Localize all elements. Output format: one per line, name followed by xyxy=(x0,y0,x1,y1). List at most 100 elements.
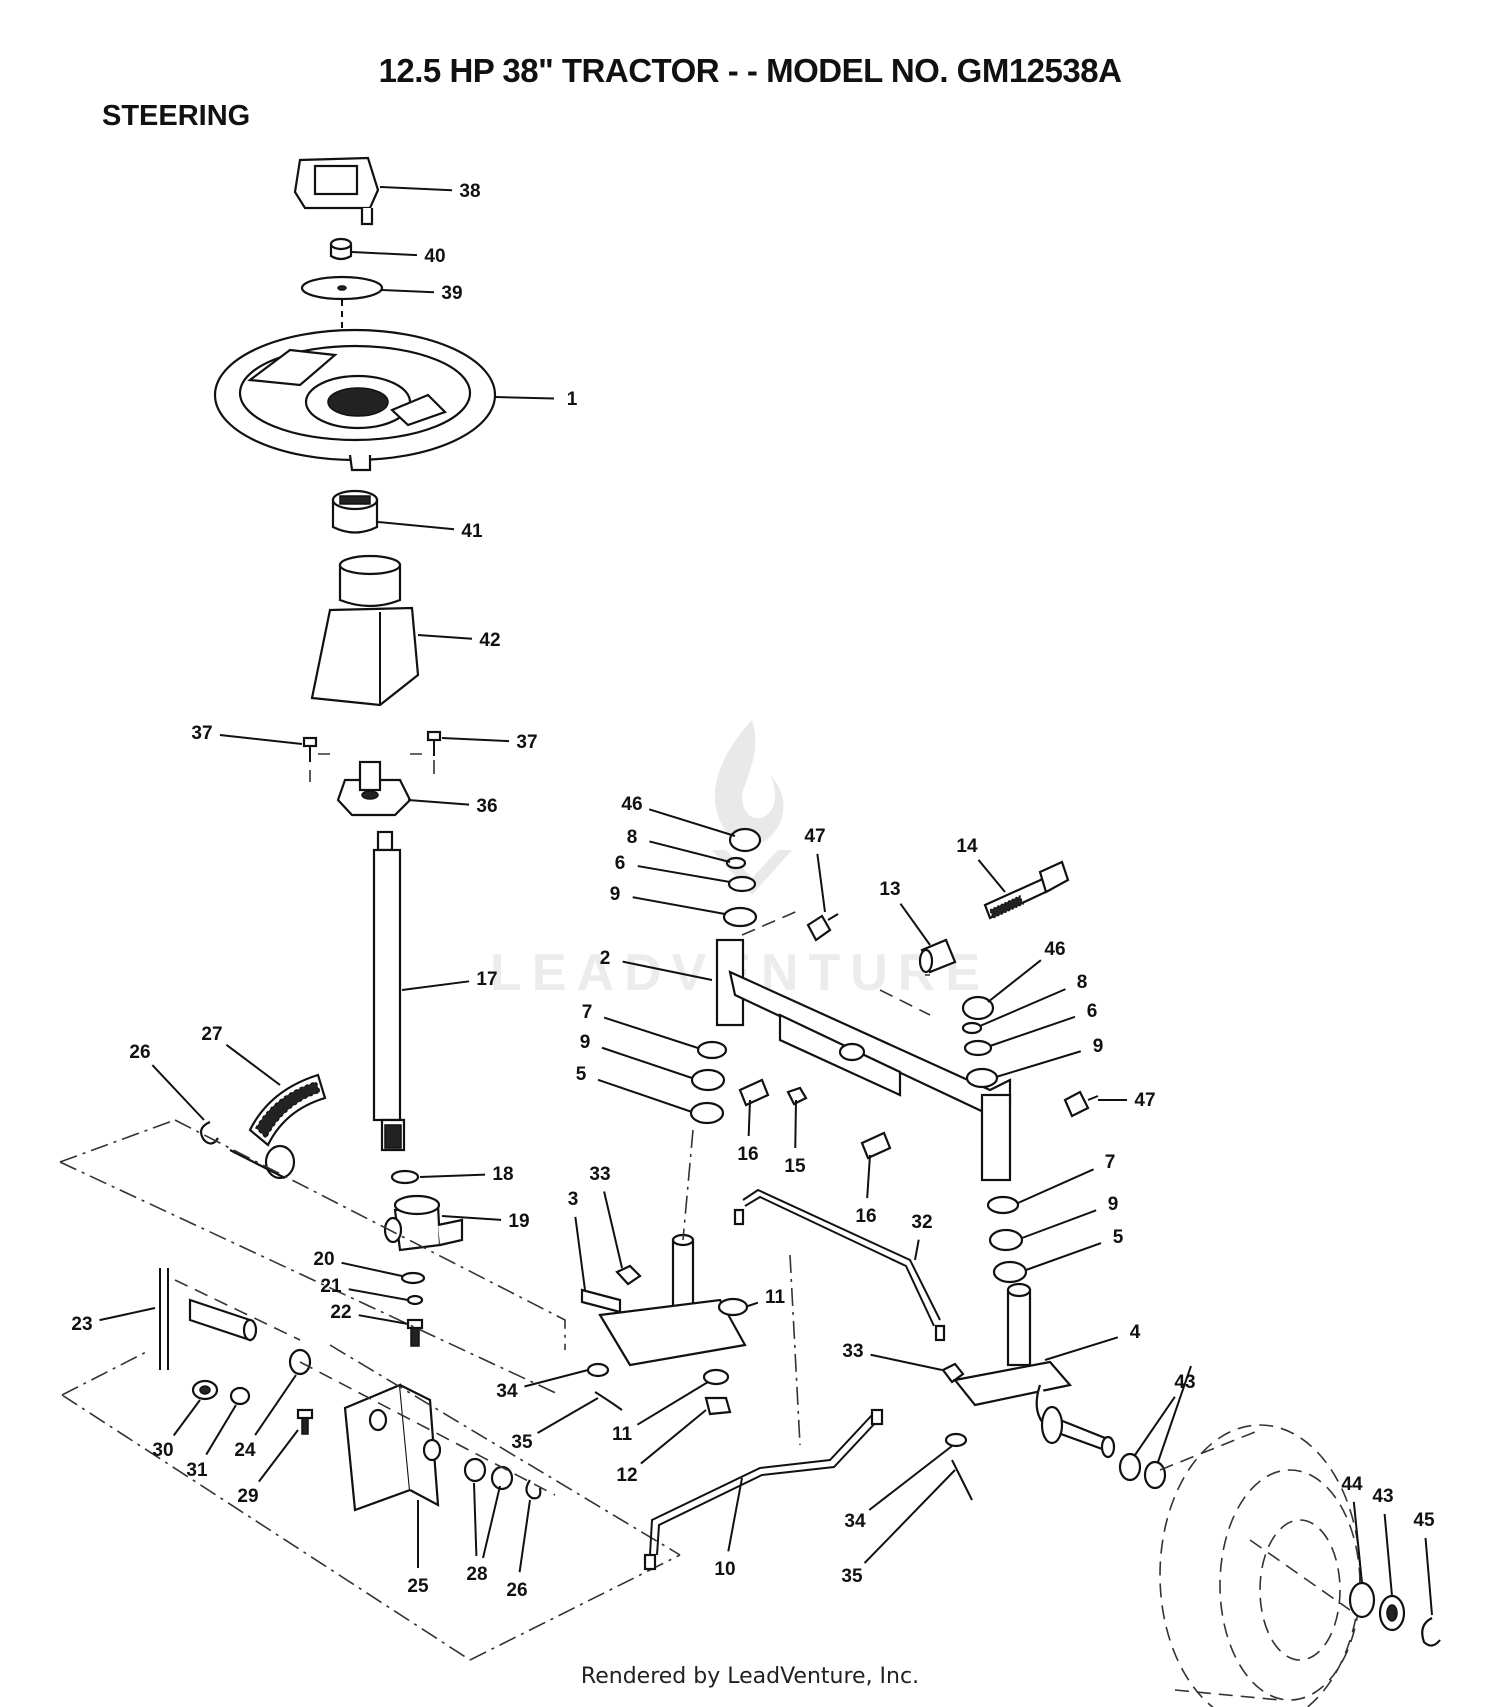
part-locknut-33a xyxy=(615,1264,642,1286)
callout-c8a: 8 xyxy=(627,827,638,848)
leader-c33a xyxy=(603,1191,623,1269)
section-title: STEERING xyxy=(102,100,251,132)
callout-c31: 31 xyxy=(186,1460,208,1481)
part-washer-21 xyxy=(406,1294,424,1306)
part-steering-shaft xyxy=(372,830,406,1152)
callout-c8b: 8 xyxy=(1077,972,1088,993)
part-pin-16a xyxy=(738,1078,770,1107)
leader-c35b xyxy=(863,1469,956,1564)
part-drag-link xyxy=(733,1188,946,1342)
part-bolt-left xyxy=(302,736,318,762)
leader-c20 xyxy=(341,1261,403,1277)
part-washer-9b xyxy=(965,1067,999,1089)
callout-c10: 10 xyxy=(714,1559,735,1580)
leader-c13 xyxy=(899,903,931,946)
leader-c14 xyxy=(977,859,1006,893)
leader-c24 xyxy=(254,1374,297,1436)
callout-c7a: 7 xyxy=(582,1002,593,1023)
callout-c23: 23 xyxy=(71,1314,92,1335)
part-washer-34b xyxy=(944,1432,968,1448)
leader-c26a xyxy=(151,1064,205,1121)
callout-c7b: 7 xyxy=(1105,1152,1116,1173)
callout-c33a: 33 xyxy=(589,1164,610,1185)
callout-c45: 45 xyxy=(1413,1510,1435,1531)
part-retaining-clip-2 xyxy=(525,1479,542,1500)
callout-c29: 29 xyxy=(237,1486,258,1507)
callout-c14: 14 xyxy=(956,836,978,857)
leader-c27 xyxy=(225,1044,281,1086)
leader-c2 xyxy=(622,960,713,981)
part-nut-15 xyxy=(786,1086,808,1106)
footer-credit: Rendered by LeadVenture, Inc. xyxy=(580,1664,920,1689)
part-grease-fitting-47b xyxy=(1063,1090,1099,1118)
callout-c24: 24 xyxy=(234,1440,256,1461)
leader-c9d xyxy=(1021,1209,1097,1239)
leader-c17 xyxy=(401,980,470,991)
callout-c47b: 47 xyxy=(1134,1090,1155,1111)
callout-c9d: 9 xyxy=(1108,1194,1119,1215)
leader-c46a xyxy=(648,808,736,837)
callout-c6a: 6 xyxy=(615,853,626,874)
callout-c26a: 26 xyxy=(129,1042,150,1063)
part-spindle-right xyxy=(952,1282,1116,1459)
leader-c28 xyxy=(473,1482,478,1557)
callout-c9b: 9 xyxy=(1093,1036,1104,1057)
part-grease-fitting-47a xyxy=(806,913,839,942)
leader-c8b xyxy=(979,988,1066,1027)
leader-c38 xyxy=(379,186,453,192)
part-washer-6b xyxy=(963,1039,993,1057)
part-steering-bracket xyxy=(343,1383,442,1512)
callout-c11b: 11 xyxy=(612,1424,633,1445)
part-clip-8b xyxy=(961,1021,983,1035)
leader-c32 xyxy=(914,1239,920,1261)
leader-c11a xyxy=(747,1301,759,1307)
callout-c47a: 47 xyxy=(804,826,825,847)
page-title: 12.5 HP 38" TRACTOR - - MODEL NO. GM1253… xyxy=(378,52,1122,89)
callout-c33b: 33 xyxy=(842,1341,863,1362)
callout-c20: 20 xyxy=(313,1249,334,1270)
leader-c47a xyxy=(816,853,826,913)
part-spacer xyxy=(918,938,957,974)
leader-c36 xyxy=(407,799,470,806)
callout-c35a: 35 xyxy=(511,1432,533,1453)
callout-c40: 40 xyxy=(424,246,445,267)
part-cotter-pin-35b xyxy=(951,1459,973,1501)
leader-c7a xyxy=(603,1016,699,1049)
assembly-outline-upper xyxy=(59,1119,566,1396)
leader-c41 xyxy=(377,521,455,531)
leader-c16b xyxy=(866,1154,871,1199)
callout-c17: 17 xyxy=(476,969,497,990)
part-pin-16b xyxy=(860,1131,892,1160)
leader-c40 xyxy=(351,251,418,257)
leader-c44 xyxy=(1352,1501,1363,1584)
leader-c9a xyxy=(632,896,726,915)
callout-c28: 28 xyxy=(466,1564,487,1585)
leader-c8a xyxy=(649,840,731,863)
part-washer-7b xyxy=(986,1195,1020,1215)
callout-c32: 32 xyxy=(911,1212,932,1233)
leader-extra-1 xyxy=(1157,1365,1192,1463)
part-steering-wheel xyxy=(213,328,497,472)
part-flange-bushing xyxy=(336,760,412,817)
leader-c22 xyxy=(358,1314,409,1325)
part-steering-cap xyxy=(293,156,380,226)
part-washer-43b xyxy=(1143,1460,1167,1490)
part-bushing-5b xyxy=(992,1260,1028,1284)
callout-c15: 15 xyxy=(784,1156,806,1177)
callout-c41: 41 xyxy=(461,521,483,542)
callout-c9a: 9 xyxy=(610,884,621,905)
leader-c19 xyxy=(441,1215,502,1221)
callout-c39: 39 xyxy=(441,283,462,304)
part-washer-9a xyxy=(722,906,758,928)
callout-c43b: 43 xyxy=(1372,1486,1393,1507)
leader-c9c xyxy=(601,1046,693,1079)
leader-extra-0 xyxy=(482,1485,501,1559)
part-locknut-33b xyxy=(941,1362,965,1384)
part-washer-31 xyxy=(229,1386,251,1406)
callout-c44: 44 xyxy=(1341,1474,1363,1495)
spindle-axis-left xyxy=(682,1129,694,1241)
leader-c11b xyxy=(636,1381,709,1426)
washer-30-hole xyxy=(199,1385,211,1395)
